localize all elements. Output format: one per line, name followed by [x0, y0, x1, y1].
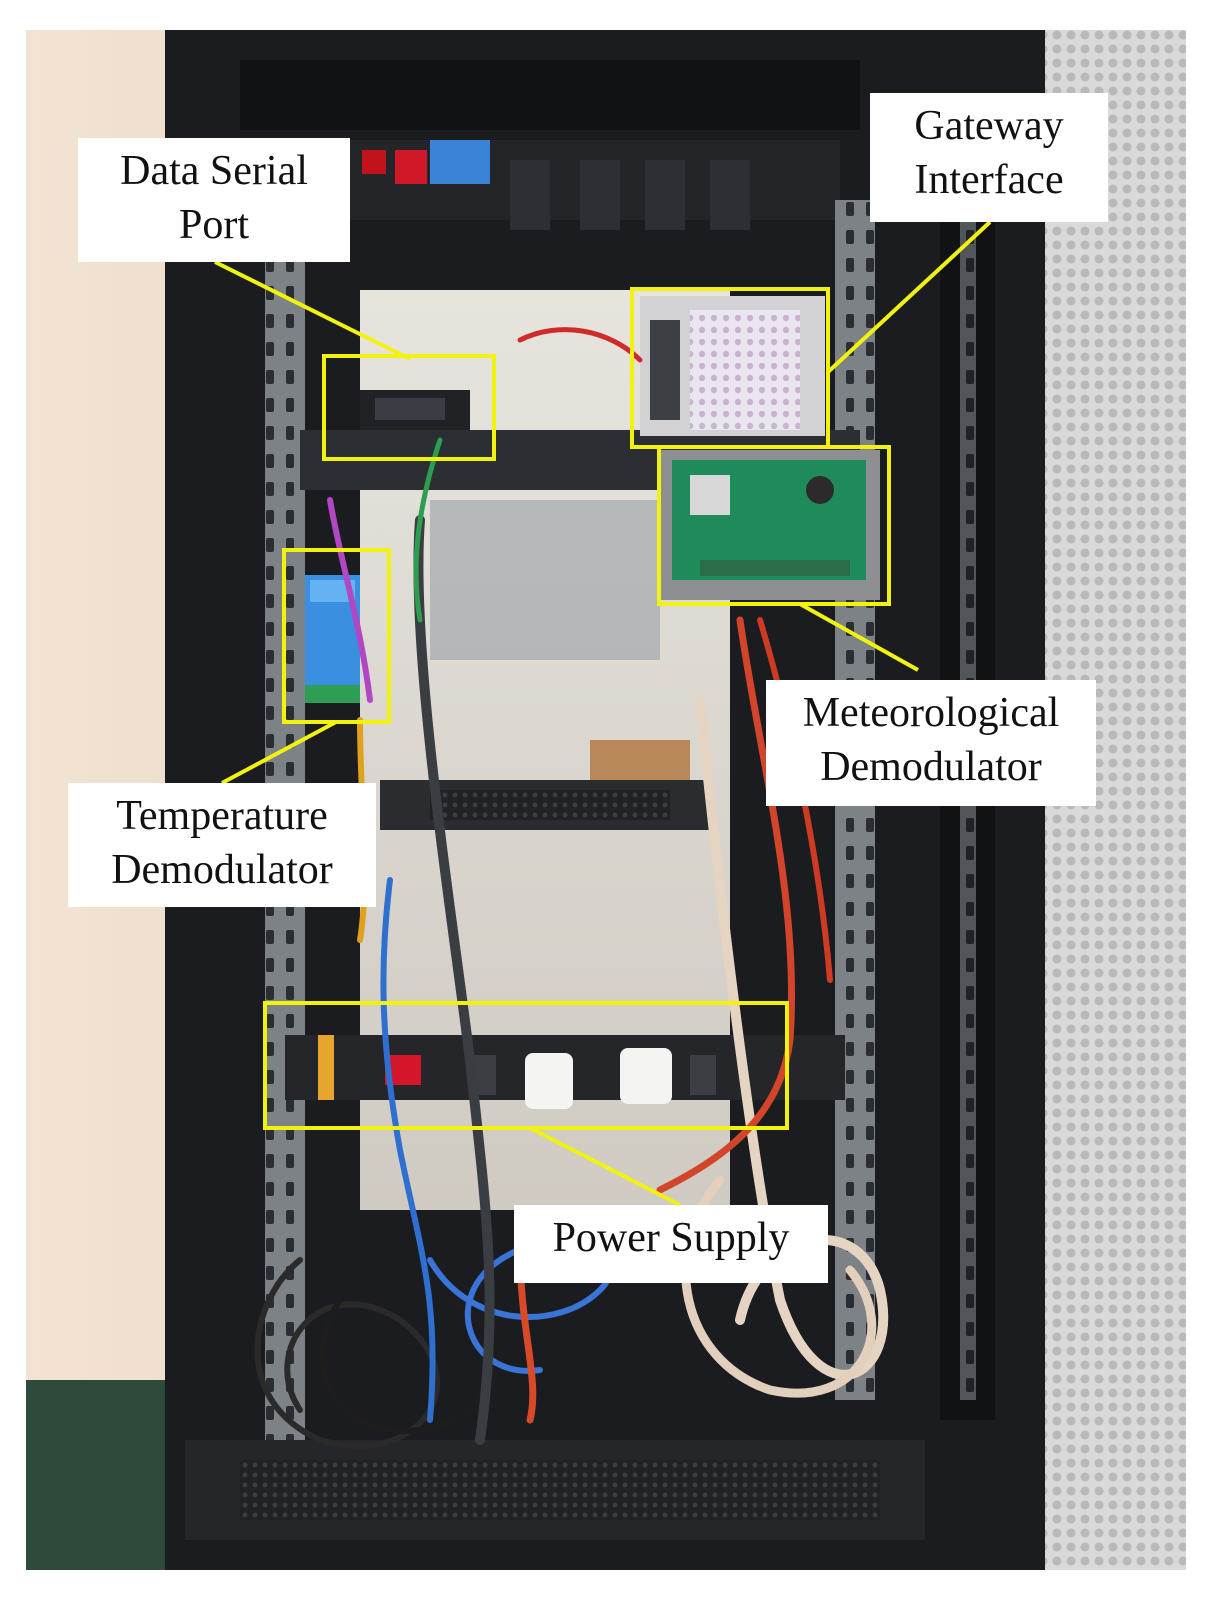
- label-gateway-interface: Gateway Interface: [870, 93, 1108, 222]
- highlight-data-serial-port: [322, 354, 496, 461]
- highlight-power-supply: [263, 1001, 789, 1130]
- label-power-supply: Power Supply: [514, 1205, 828, 1283]
- label-meteorological-demodulator: Meteorological Demodulator: [766, 680, 1096, 806]
- label-meteorological-demodulator-line2: Demodulator: [820, 744, 1042, 790]
- label-temperature-demodulator: Temperature Demodulator: [68, 783, 376, 907]
- leader-temperature-demodulator: [221, 720, 337, 785]
- leader-data-serial-port: [214, 260, 411, 361]
- highlight-temperature-demodulator: [282, 548, 391, 724]
- label-temperature-demodulator-line1: Temperature: [116, 793, 328, 839]
- label-meteorological-demodulator-line1: Meteorological: [802, 690, 1060, 736]
- leader-meteorological-demodulator: [799, 602, 919, 672]
- label-data-serial-port: Data Serial Port: [78, 138, 350, 262]
- highlight-meteorological-demodulator: [657, 445, 891, 606]
- leader-gateway-interface: [826, 220, 992, 374]
- label-power-supply-line1: Power Supply: [552, 1215, 790, 1261]
- label-temperature-demodulator-line2: Demodulator: [111, 847, 333, 893]
- label-gateway-interface-line1: Gateway: [914, 103, 1064, 149]
- highlight-boxes: [263, 287, 891, 1130]
- leader-lines: [214, 220, 992, 1207]
- label-data-serial-port-line1: Data Serial: [120, 148, 308, 194]
- devices: [285, 296, 880, 1109]
- label-gateway-interface-line2: Interface: [914, 157, 1064, 203]
- label-data-serial-port-line2: Port: [178, 202, 249, 248]
- leader-power-supply: [529, 1126, 681, 1207]
